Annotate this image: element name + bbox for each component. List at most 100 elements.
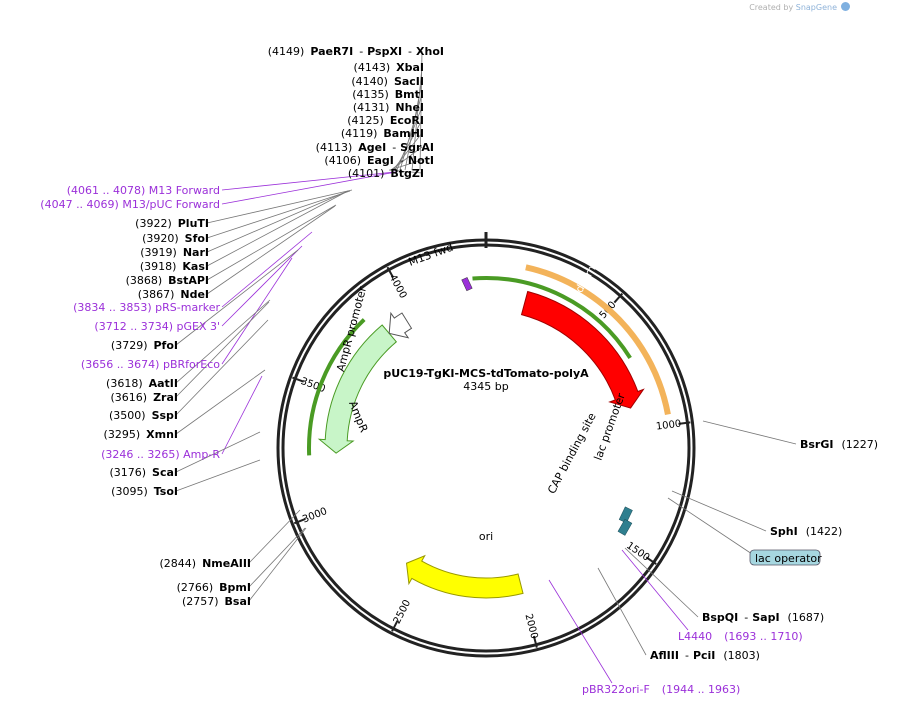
primer-site-label[interactable]: (3712 .. 3734) pGEX 3' [94, 320, 220, 333]
restriction-site-label[interactable]: (3618) AatII [106, 377, 178, 390]
site-text: (4125)EcoRI [347, 114, 424, 127]
restriction-site-label[interactable]: (2757)BsaI [182, 595, 251, 608]
feature-ampr[interactable] [317, 324, 398, 454]
site-leader [248, 527, 306, 588]
restriction-site-label[interactable]: (4106)EagI-NotI [324, 154, 434, 167]
watermark-prefix: Created by [749, 3, 794, 12]
site-text: (3868)BstAPI [126, 274, 209, 287]
site-sep: - [400, 154, 404, 167]
site-leader [175, 369, 266, 435]
site-pos: (4135) [352, 88, 389, 101]
restriction-site-label[interactable]: BspQI-SapI(1687) [702, 611, 824, 624]
site-name: XbaI [396, 61, 424, 74]
primer-leader [221, 171, 397, 205]
primer-site-label[interactable]: (3656 .. 3674) pBRforEco [81, 358, 220, 371]
site-leader [388, 169, 423, 174]
site-text: BsrGI(1227) [800, 438, 878, 451]
restriction-site-label[interactable]: (3295)XmnI [104, 428, 178, 441]
restriction-site-label[interactable]: (3176)ScaI [109, 466, 178, 479]
restriction-site-label[interactable]: (3868)BstAPI [126, 274, 209, 287]
site-pos: (4106) [324, 154, 361, 167]
restriction-site-label[interactable]: (4149)PaeR7I-PspXI-XhoI [268, 45, 444, 58]
restriction-site-label[interactable]: (3729)PfoI [111, 339, 178, 352]
site-name: BspQI [702, 611, 738, 624]
site-pos: (1422) [806, 525, 843, 538]
primer-range: (3246 .. 3265) [101, 448, 180, 461]
feature-tdtomato[interactable] [520, 290, 645, 409]
primer-name: M13/pUC Forward [122, 198, 220, 211]
site-text: (4101)BtgZI [348, 167, 424, 180]
site-leader [392, 132, 423, 171]
feature-label-ori: ori [479, 530, 493, 543]
lac-operator-label[interactable]: lac operator [749, 549, 822, 566]
site-name: PluTI [178, 217, 209, 230]
site-leader [206, 190, 349, 253]
m13-fwd-marker[interactable] [461, 277, 473, 292]
restriction-site-label[interactable]: (3918)KasI [140, 260, 209, 273]
tick-label-3000: 3000 [301, 506, 329, 526]
site-text: (4149)PaeR7I-PspXI-XhoI [268, 45, 444, 58]
primer-site-label[interactable]: (4047 .. 4069) M13/pUC Forward [40, 198, 220, 211]
primer-site-label[interactable]: (4061 .. 4078) M13 Forward [67, 184, 220, 197]
restriction-site-label[interactable]: (3616)ZraI [111, 391, 179, 404]
restriction-site-label[interactable]: (2766)BpmI [177, 581, 251, 594]
tick-3500 [292, 376, 305, 383]
site-text: (4143)XbaI [354, 61, 424, 74]
feature-ori[interactable] [405, 554, 524, 599]
site-extra: XhoI [416, 45, 444, 58]
site-extra: NotI [408, 154, 434, 167]
restriction-site-label[interactable]: (4113)AgeI-SgrAI [316, 141, 434, 154]
site-sep: - [392, 141, 396, 154]
primer-name: L4440 [678, 630, 712, 643]
plasmid-length: 4345 bp [463, 380, 508, 393]
restriction-site-label[interactable]: (3922)PluTI [135, 217, 209, 230]
restriction-site-label[interactable]: (3919)NarI [140, 246, 209, 259]
site-pos: (3868) [126, 274, 163, 287]
primer-leader [621, 549, 689, 631]
primer-site-label[interactable]: (3834 .. 3853) pRS-marker [73, 301, 220, 314]
feature-ampr-promoter[interactable] [388, 311, 413, 339]
site-leader [206, 190, 351, 239]
restriction-site-label[interactable]: (4135)BmtI [352, 88, 424, 101]
restriction-site-label[interactable]: (4131)NheI [353, 101, 424, 114]
site-text: (4135)BmtI [352, 88, 424, 101]
lac-operator-text: lac operator [755, 552, 822, 565]
site-name: AatII [149, 377, 178, 390]
tick-2000 [532, 635, 538, 648]
restriction-site-label[interactable]: (3095)TsoI [111, 485, 178, 498]
site-sep: - [685, 649, 689, 662]
site-leader [175, 431, 261, 473]
site-text: (3919)NarI [140, 246, 209, 259]
lac-block [617, 518, 633, 536]
restriction-site-label[interactable]: (3867)NdeI [138, 288, 209, 301]
restriction-site-label[interactable]: AflIII-PciI(1803) [650, 649, 760, 662]
tick-1000 [678, 421, 691, 425]
restriction-site-label[interactable]: (4119)BamHI [341, 127, 424, 140]
restriction-site-label[interactable]: (4125)EcoRI [347, 114, 424, 127]
primer-site-label[interactable]: pBR322ori-F(1944 .. 1963) [582, 683, 740, 696]
restriction-site-label[interactable]: (3500)SspI [109, 409, 178, 422]
restriction-site-label[interactable]: (4143)XbaI [354, 61, 424, 74]
restriction-site-label[interactable]: (4101)BtgZI [348, 167, 424, 180]
primer-leader [221, 171, 396, 191]
primer-site-label[interactable]: (3246 .. 3265) Amp-R [101, 448, 220, 461]
restriction-site-label[interactable]: (2844)NmeAIII [160, 557, 252, 570]
site-text: (3867)NdeI [138, 288, 209, 301]
site-name: BsrGI [800, 438, 833, 451]
restriction-site-label[interactable]: BsrGI(1227) [800, 438, 878, 451]
site-extra: PciI [693, 649, 715, 662]
primer-range: (4061 .. 4078) [67, 184, 146, 197]
restriction-site-label[interactable]: (4140)SacII [351, 75, 424, 88]
restriction-site-label[interactable]: (3920)SfoI [142, 232, 209, 245]
site-leader [206, 204, 337, 281]
site-leader [206, 205, 336, 295]
site-name: AgeI [358, 141, 386, 154]
watermark: Created by SnapGene [749, 3, 837, 12]
feature-green-band-top [472, 276, 632, 359]
site-pos: (3618) [106, 377, 143, 390]
primer-site-label[interactable]: L4440(1693 .. 1710) [678, 630, 803, 643]
feature-label-cap-binding-site: CAP binding site [545, 410, 599, 496]
tick-3000 [293, 517, 306, 525]
restriction-site-label[interactable]: SphI(1422) [770, 525, 842, 538]
